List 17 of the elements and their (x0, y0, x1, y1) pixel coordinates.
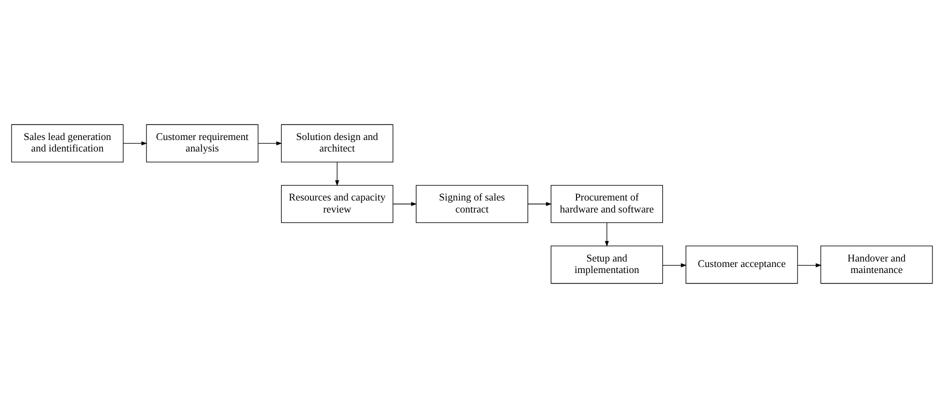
arrow (334, 161, 339, 186)
node-box: Resources and capacity review (280, 184, 393, 223)
node-box: Solution design and architect (280, 124, 393, 162)
arrow (604, 222, 608, 246)
arrow (122, 140, 147, 145)
node-box: Sales lead generation and identification (10, 124, 124, 162)
node-box: Procurement of hardware and software (550, 184, 662, 223)
node-box: Customer requirement analysis (146, 124, 258, 162)
node-box: Handover and maintenance (820, 245, 932, 284)
arrow (257, 140, 282, 145)
arrow (527, 201, 552, 206)
node-box: Setup and implementation (550, 245, 662, 284)
arrow (392, 201, 416, 206)
arrow (662, 262, 686, 267)
node-box: Signing of sales contract (415, 184, 528, 223)
arrow (796, 262, 822, 267)
node-box: Customer acceptance (685, 245, 798, 284)
